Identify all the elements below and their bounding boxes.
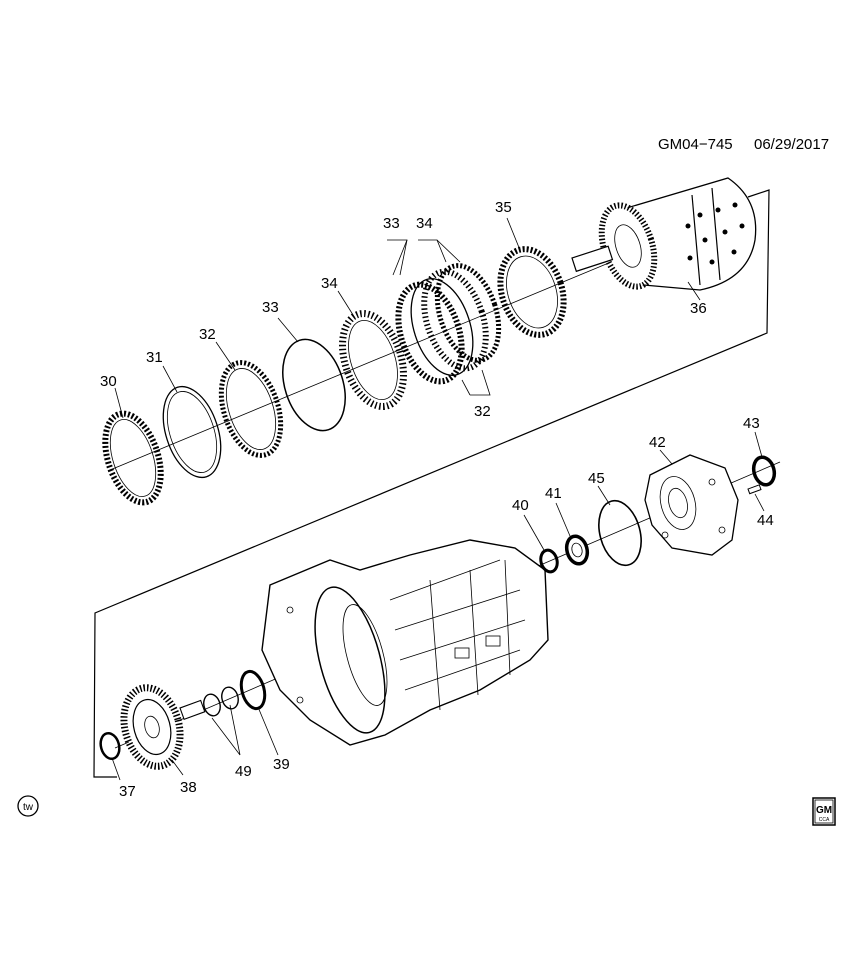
clutch-plate-31 xyxy=(162,385,222,479)
group-bracket-line xyxy=(93,189,770,778)
callout-31: 31 xyxy=(146,349,163,366)
gm-logo-text: GM xyxy=(816,805,832,816)
bolt-44 xyxy=(747,484,762,495)
callout-41: 41 xyxy=(545,485,562,502)
tw-badge: tw xyxy=(17,795,39,817)
diagram-date: 06/29/2017 xyxy=(754,136,829,153)
callout-42: 42 xyxy=(649,434,666,451)
seal-43 xyxy=(751,455,777,487)
callout-34-group: 34 xyxy=(416,215,433,232)
callout-30: 30 xyxy=(100,373,117,390)
stacked-plates-32-33-34 xyxy=(395,263,502,385)
callout-39: 39 xyxy=(273,756,290,773)
seal-ring-39 xyxy=(239,669,267,711)
callout-34: 34 xyxy=(321,275,338,292)
callout-32: 32 xyxy=(199,326,216,343)
gm-logo-subtext: CCA xyxy=(819,817,830,823)
clutch-plate-30 xyxy=(102,410,164,506)
callout-37: 37 xyxy=(119,783,136,800)
clutch-plate-35 xyxy=(497,246,567,338)
seal-40 xyxy=(539,548,559,574)
pump-housing-42 xyxy=(644,454,739,556)
leader-lines xyxy=(111,217,765,781)
snap-ring-33 xyxy=(282,338,346,432)
callout-45: 45 xyxy=(588,470,605,487)
callout-33-group: 33 xyxy=(383,215,400,232)
callout-49: 49 xyxy=(235,763,252,780)
clutch-housing-36 xyxy=(571,177,757,291)
gear-assembly-38 xyxy=(120,684,206,770)
friction-plate-34 xyxy=(339,310,407,410)
clutch-plate-32 xyxy=(218,360,284,458)
callout-33: 33 xyxy=(262,299,279,316)
callout-43: 43 xyxy=(743,415,760,432)
callout-38: 38 xyxy=(180,779,197,796)
snap-ring-37 xyxy=(99,731,121,761)
callout-32-group: 32 xyxy=(474,403,491,420)
callout-36: 36 xyxy=(690,300,707,317)
bearing-41 xyxy=(564,534,590,566)
rings-49 xyxy=(203,686,239,717)
callout-35: 35 xyxy=(495,199,512,216)
callout-40: 40 xyxy=(512,497,529,514)
gm-logo: GM CCA xyxy=(812,797,836,826)
diagram-id: GM04−745 xyxy=(658,136,733,153)
upper-axis-line xyxy=(109,249,641,471)
callout-44: 44 xyxy=(757,512,774,529)
transmission-case xyxy=(261,539,549,746)
o-ring-45 xyxy=(598,499,642,567)
tw-badge-text: tw xyxy=(23,802,34,813)
